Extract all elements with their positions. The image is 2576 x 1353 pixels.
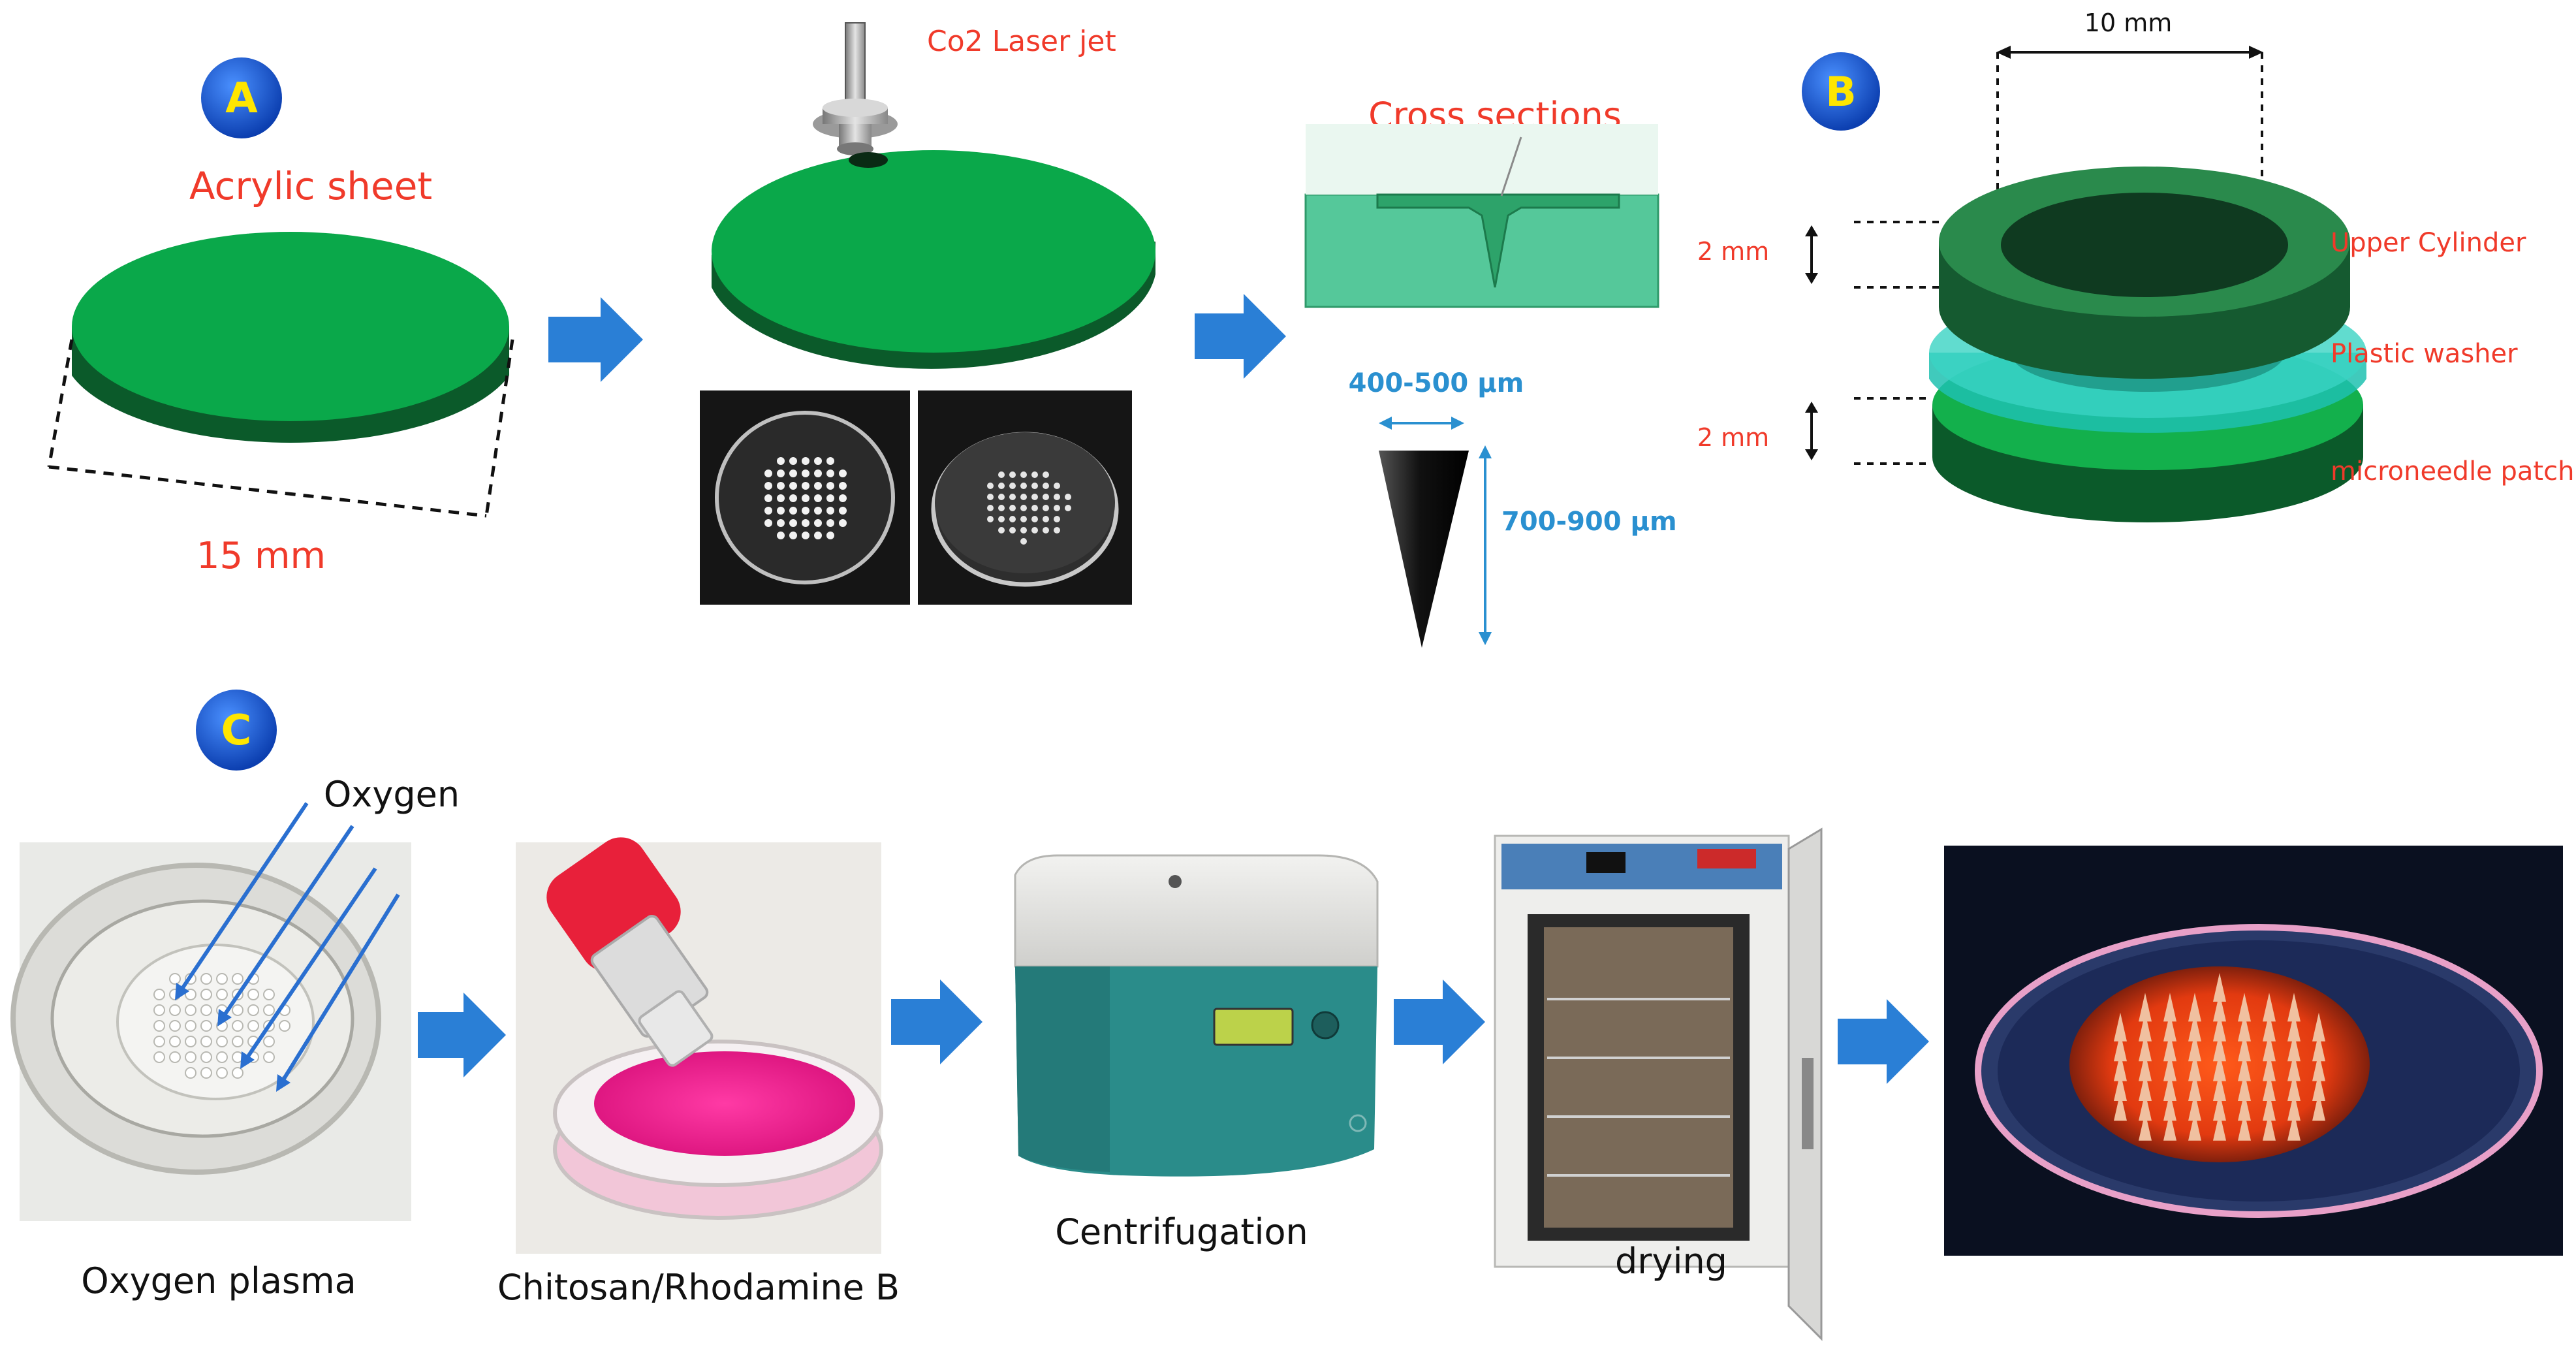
flow-arrow [891, 979, 982, 1064]
lower-height-dimension [1805, 397, 1932, 465]
panel-badge-a: A [201, 57, 282, 138]
fluorescent-microneedle-photo [1944, 846, 2563, 1256]
panel-badge-c: C [196, 690, 277, 771]
plastic-washer-label: Plastic washer [2331, 339, 2518, 369]
oxygen-plasma-photo [10, 802, 411, 1221]
chitosan-rhodamine-photo [516, 837, 883, 1254]
laser-jet-icon [813, 22, 898, 155]
microneedle-patch-label: microneedle patch [2331, 456, 2574, 486]
centrifuge-machine [1014, 854, 1379, 1177]
diameter-dimension-lines [47, 339, 514, 518]
flow-arrow [1838, 999, 1929, 1084]
needle-height-label: 700-900 µm [1501, 507, 1677, 537]
upper-cylinder-label: Upper Cylinder [2331, 228, 2526, 258]
acrylic-sheet-disk [72, 232, 509, 443]
laser-label: Co2 Laser jet [927, 25, 1116, 58]
flow-arrow [418, 993, 506, 1077]
step-centrifugation-label: Centrifugation [1055, 1211, 1308, 1252]
upper-height-label: 2 mm [1697, 237, 1769, 266]
flow-arrow [548, 297, 643, 382]
svg-text:C: C [221, 707, 252, 755]
oxygen-label: Oxygen [324, 774, 460, 815]
step-drying-label: drying [1615, 1241, 1727, 1282]
svg-text:A: A [225, 74, 258, 123]
lower-height-label: 2 mm [1697, 423, 1769, 452]
flow-arrow [1195, 294, 1286, 379]
step-chitosan-label: Chitosan/Rhodamine B [497, 1267, 900, 1308]
needle-height-dimension [1479, 445, 1492, 645]
top-dimension-label: 10 mm [2084, 8, 2172, 37]
microneedle-shape [1379, 451, 1469, 648]
diameter-label: 15 mm [196, 535, 326, 577]
laser-cut-photo-right [918, 390, 1132, 605]
step-oxygen-plasma-label: Oxygen plasma [81, 1260, 356, 1301]
upper-cylinder [1939, 167, 2350, 379]
flow-arrow [1394, 979, 1485, 1064]
panel-badge-b: B [1802, 52, 1880, 131]
acrylic-sheet-label: Acrylic sheet [189, 164, 432, 208]
needle-width-label: 400-500 µm [1349, 368, 1524, 398]
laser-cut-photo-left [700, 390, 910, 605]
svg-text:B: B [1825, 68, 1856, 116]
laser-cut-disk [712, 150, 1155, 369]
drying-oven [1494, 827, 1823, 1341]
needle-width-dimension [1379, 417, 1464, 430]
cross-section-view [1304, 124, 1659, 308]
upper-height-dimension [1805, 221, 1939, 289]
